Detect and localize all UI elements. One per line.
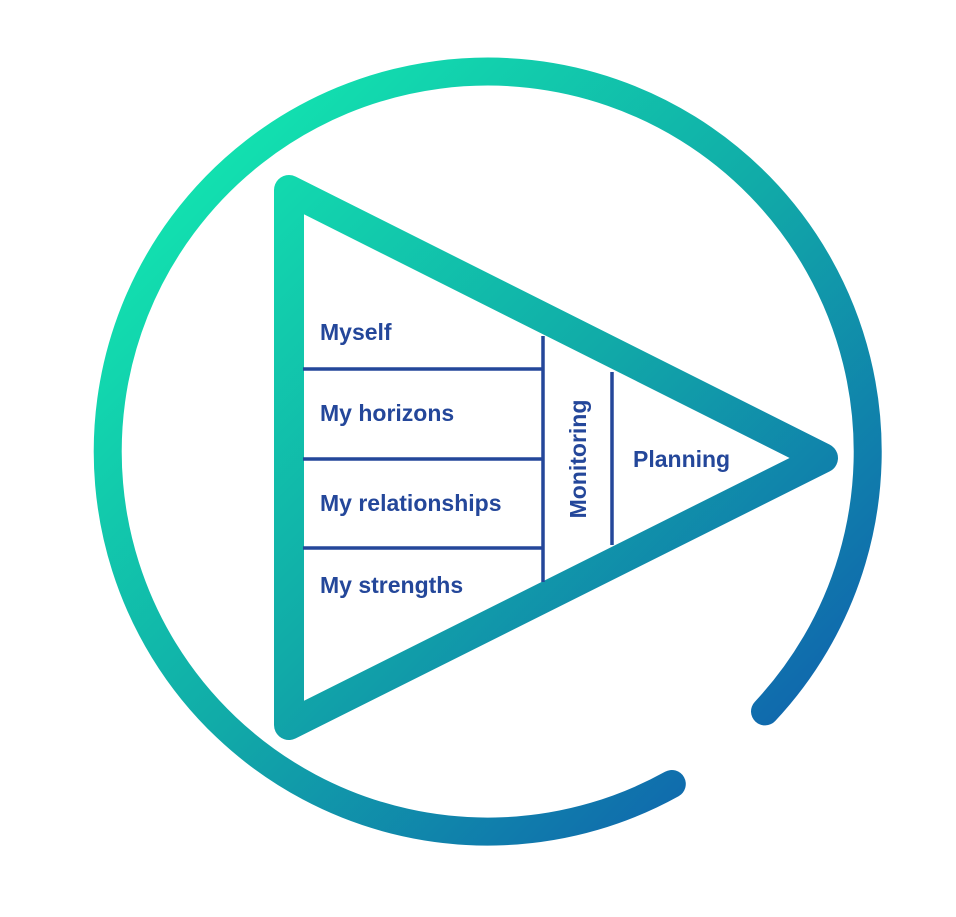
play-triangle-icon	[274, 175, 838, 740]
open-circle-arrow-icon	[93, 57, 882, 846]
section-label-my-horizons: My horizons	[320, 400, 454, 426]
section-label-my-strengths: My strengths	[320, 572, 463, 598]
monitoring-label: Monitoring	[565, 400, 591, 519]
section-dividers	[303, 336, 614, 582]
planning-label: Planning	[633, 446, 730, 472]
section-label-myself: Myself	[320, 319, 392, 345]
section-label-my-relationships: My relationships	[320, 490, 501, 516]
